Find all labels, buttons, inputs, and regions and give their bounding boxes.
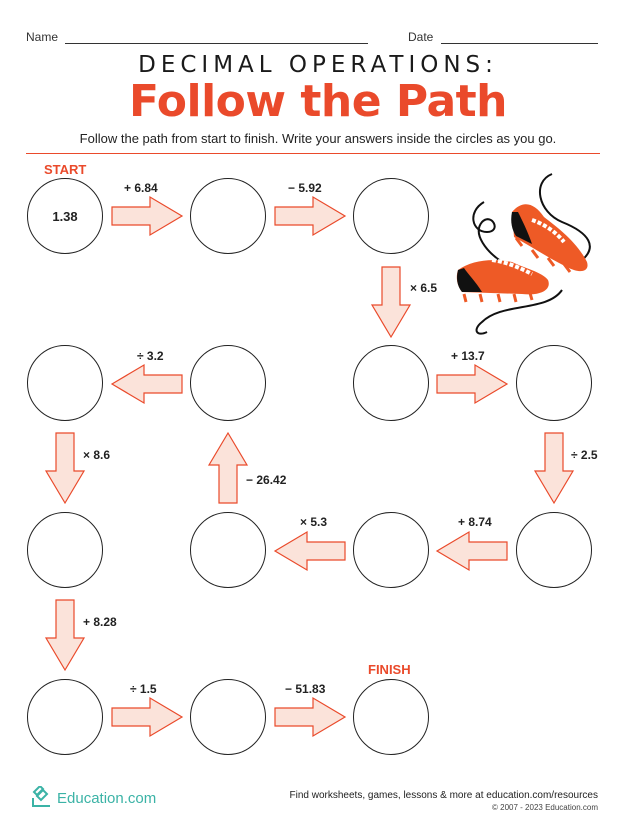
operation-label: − 26.42	[246, 473, 287, 487]
answer-circle-4[interactable]	[516, 345, 592, 421]
operation-label: + 8.74	[458, 515, 492, 529]
answer-circle-3[interactable]	[353, 345, 429, 421]
operation-label: + 8.28	[83, 615, 117, 629]
start-value: 1.38	[52, 208, 78, 224]
start-circle: 1.38	[27, 178, 103, 254]
answer-circle-8[interactable]	[190, 345, 266, 421]
name-label: Name	[26, 30, 59, 44]
answer-circle-9[interactable]	[27, 345, 103, 421]
arrow-right-icon	[274, 195, 347, 237]
answer-circle-5[interactable]	[516, 512, 592, 588]
arrow-left-icon	[273, 530, 346, 572]
footer-info: Find worksheets, games, lessons & more a…	[290, 790, 598, 812]
answer-circle-11[interactable]	[27, 679, 103, 755]
answer-circle-1[interactable]	[190, 178, 266, 254]
operation-label: − 5.92	[288, 181, 322, 195]
arrow-right-icon	[436, 363, 509, 405]
worksheet-subtitle: DECIMAL OPERATIONS:	[138, 52, 498, 78]
date-field[interactable]: Date	[408, 30, 598, 44]
footer-copyright: © 2007 - 2023 Education.com	[492, 803, 598, 812]
name-line[interactable]	[65, 31, 369, 44]
operation-label: ÷ 1.5	[130, 682, 157, 696]
operation-label: × 8.6	[83, 448, 111, 462]
answer-circle-10[interactable]	[27, 512, 103, 588]
footer-tagline: Find worksheets, games, lessons & more a…	[289, 790, 598, 801]
instructions: Follow the path from start to finish. Wr…	[79, 131, 557, 146]
operation-label: + 6.84	[124, 181, 158, 195]
name-field[interactable]: Name	[26, 30, 369, 44]
operation-label: − 51.83	[285, 682, 326, 696]
arrow-right-icon	[274, 696, 347, 738]
start-label: START	[44, 162, 87, 177]
brand-name: Education.com	[57, 789, 157, 807]
answer-circle-6[interactable]	[353, 512, 429, 588]
education-logo-icon	[32, 786, 50, 807]
operation-label: × 5.3	[300, 515, 328, 529]
arrow-left-icon	[435, 530, 508, 572]
operation-label: + 13.7	[451, 349, 485, 363]
finish-label: FINISH	[368, 662, 411, 677]
arrow-down-icon	[44, 432, 86, 505]
worksheet-title: Follow the Path	[129, 76, 508, 127]
answer-circle-12[interactable]	[190, 679, 266, 755]
arrow-left-icon	[110, 363, 183, 405]
arrow-up-icon	[207, 431, 249, 504]
operation-label: ÷ 3.2	[137, 349, 164, 363]
arrow-down-icon	[370, 266, 412, 339]
date-line[interactable]	[440, 31, 598, 44]
arrow-down-icon	[44, 599, 86, 672]
operation-label: ÷ 2.5	[571, 448, 598, 462]
answer-circle-7[interactable]	[190, 512, 266, 588]
education-logo[interactable]: Education.com	[30, 786, 156, 810]
arrow-right-icon	[111, 195, 184, 237]
date-label: Date	[408, 30, 434, 44]
arrow-right-icon	[111, 696, 184, 738]
answer-circle-2[interactable]	[353, 178, 429, 254]
operation-label: × 6.5	[410, 281, 438, 295]
soccer-cleats-illustration	[456, 173, 591, 335]
finish-circle[interactable]	[353, 679, 429, 755]
divider	[26, 153, 600, 154]
arrow-down-icon	[533, 432, 575, 505]
